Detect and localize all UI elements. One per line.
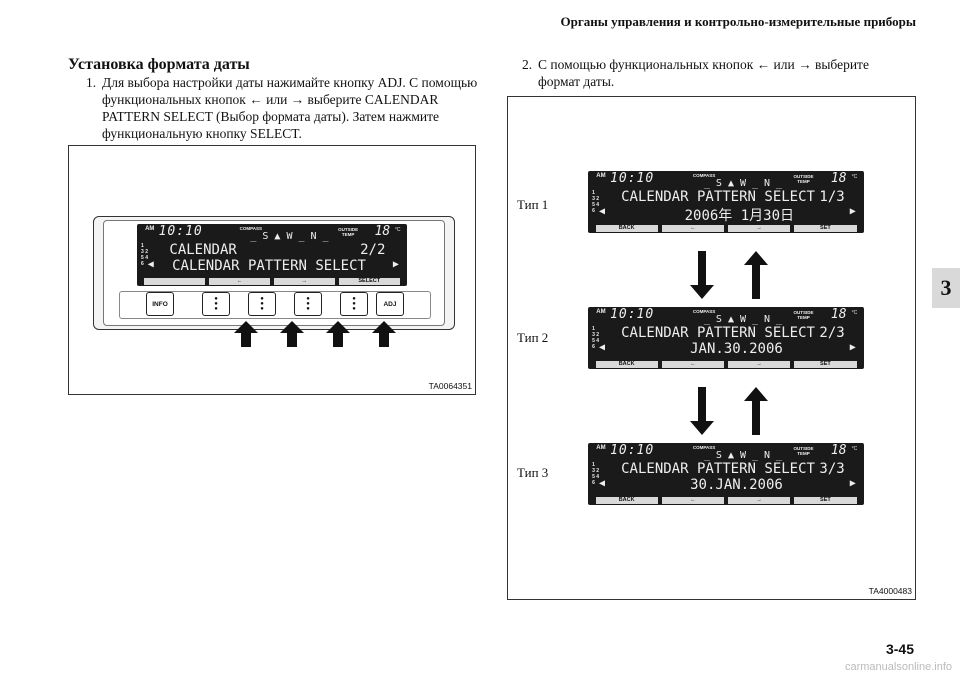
softkey-left: ←	[661, 360, 725, 368]
display-line-2: CALENDAR PATTERN SELECT	[172, 257, 366, 274]
temp-readout: 18	[374, 224, 391, 239]
right-triangle-icon: ▶	[392, 258, 399, 270]
display-line-1: CALENDAR PATTERN SELECT	[621, 324, 815, 341]
left-triangle-icon: ◀	[147, 258, 154, 270]
figure-code: TA0064351	[428, 381, 472, 391]
temp-unit: °C	[394, 227, 401, 233]
left-triangle-icon: ◀	[599, 341, 606, 353]
step-number: 2.	[522, 57, 533, 72]
figure-console-display: AM 10:10 COMPASS _S▲W_N_ OUTSIDE TEMP 18…	[68, 145, 476, 395]
right-triangle-icon: ▶	[849, 341, 856, 353]
section-title: Установка формата даты	[68, 56, 250, 73]
softkey-right: →	[728, 224, 791, 232]
up-arrow-icon	[326, 321, 350, 347]
display-page-indicator: 2/3	[819, 324, 845, 341]
clock-readout: 10:10	[158, 224, 203, 239]
up-arrow-icon	[744, 251, 768, 299]
softkey-right: →	[274, 277, 335, 285]
display-page-indicator: 2/2	[360, 241, 386, 258]
function-button-3: ●●●	[294, 292, 322, 316]
left-triangle-icon: ◀	[599, 205, 606, 217]
display-page-indicator: 1/3	[819, 188, 845, 205]
softkey-1	[144, 277, 206, 285]
compass-label: COMPASS	[239, 226, 263, 231]
type-2-label: Тип 2	[517, 330, 549, 345]
softkey-select: SELECT	[338, 277, 400, 285]
up-arrow-icon	[744, 387, 768, 435]
softkey-right: →	[728, 496, 791, 504]
preset-numbers: 1 3 2 5 4 6	[141, 242, 148, 267]
display-page-indicator: 3/3	[819, 460, 845, 477]
function-button-2: ●●●	[248, 292, 276, 316]
softkey-right: →	[728, 360, 791, 368]
type-3-label: Тип 3	[517, 465, 549, 480]
down-arrow-icon	[690, 387, 714, 435]
step-2: 2. С помощью функциональных кнопок ← или…	[522, 56, 912, 90]
step-number: 1.	[86, 75, 97, 90]
compass-readout: _S▲W_N_	[250, 231, 335, 242]
display-line-2: JAN.30.2006	[690, 340, 783, 357]
outside-temp-label: OUTSIDE TEMP	[338, 227, 359, 237]
adj-button: ADJ	[376, 292, 404, 316]
figure-date-formats: Тип 1 AM 10:10 COMPASS _S▲W_N_ OUTSIDE T…	[507, 96, 916, 600]
display-line-2: 2006年 1月30日	[684, 207, 795, 224]
up-arrow-icon	[372, 321, 396, 347]
lcd-display-type-2: AM 10:10 COMPASS _S▲W_N_ OUTSIDE TEMP 18…	[588, 307, 864, 369]
left-triangle-icon: ◀	[599, 477, 606, 489]
softkey-set: SET	[794, 360, 857, 368]
softkey-set: SET	[794, 224, 857, 232]
softkey-set: SET	[794, 496, 857, 504]
type-1-label: Тип 1	[517, 197, 549, 212]
softkey-back: BACK	[595, 360, 658, 368]
softkey-left: ←	[209, 277, 271, 285]
step-text: С помощью функциональных кнопок ← или → …	[538, 57, 869, 89]
running-header: Органы управления и контрольно-измерител…	[560, 14, 916, 29]
step-1: 1. Для выбора настройки даты нажимайте к…	[86, 74, 486, 142]
softkey-back: BACK	[595, 224, 658, 232]
function-button-1: ●●●	[202, 292, 230, 316]
softkey-left: ←	[661, 496, 725, 504]
am-indicator: AM	[145, 226, 155, 233]
display-line-1: CALENDAR	[169, 241, 237, 258]
lcd-display-type-3: AM 10:10 COMPASS _S▲W_N_ OUTSIDE TEMP 18…	[588, 443, 864, 505]
display-line-1: CALENDAR PATTERN SELECT	[621, 460, 815, 477]
display-line-2: 30.JAN.2006	[690, 476, 783, 493]
right-triangle-icon: ▶	[849, 477, 856, 489]
chapter-tab: 3	[932, 268, 960, 308]
page-number: 3-45	[885, 641, 914, 657]
info-button: INFO	[146, 292, 174, 316]
up-arrow-icon	[234, 321, 258, 347]
function-button-4: ●●●	[340, 292, 368, 316]
lcd-display: AM 10:10 COMPASS _S▲W_N_ OUTSIDE TEMP 18…	[137, 224, 407, 286]
softkey-back: BACK	[595, 496, 658, 504]
lcd-display-type-1: AM 10:10 COMPASS _S▲W_N_ OUTSIDE TEMP 18…	[588, 171, 864, 233]
watermark: carmanualsonline.info	[844, 661, 952, 673]
step-text: Для выбора настройки даты нажимайте кноп…	[102, 75, 478, 141]
up-arrow-icon	[280, 321, 304, 347]
softkey-left: ←	[661, 224, 725, 232]
display-line-1: CALENDAR PATTERN SELECT	[621, 188, 815, 205]
figure-code: TA4000483	[868, 586, 912, 596]
button-row: INFO ●●● ●●● ●●● ●●● ADJ	[119, 291, 431, 319]
down-arrow-icon	[690, 251, 714, 299]
right-triangle-icon: ▶	[849, 205, 856, 217]
